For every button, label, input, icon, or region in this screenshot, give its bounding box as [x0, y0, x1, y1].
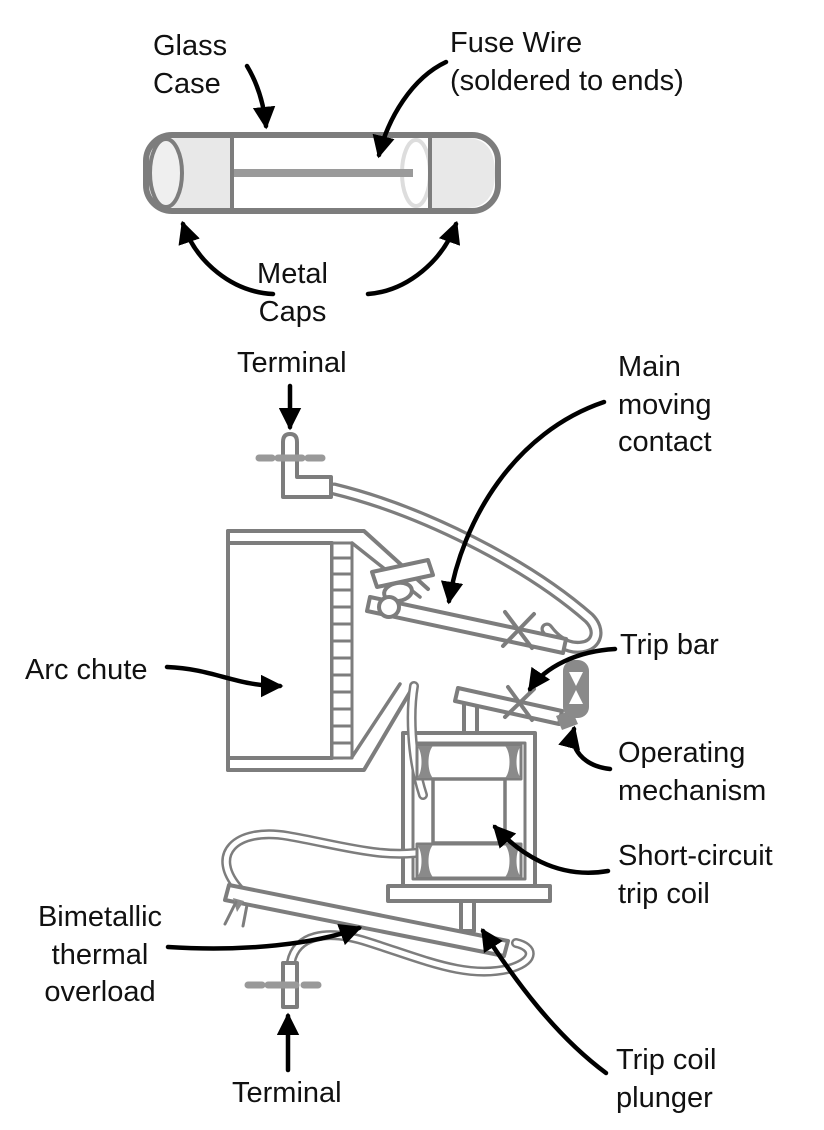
- leader-metal-cap-left: [178, 220, 276, 297]
- operating-mechanism-hourglass: [569, 672, 583, 704]
- arc-chute-bottom-band-outer: [226, 685, 415, 772]
- coil-core: [431, 777, 507, 845]
- arc-chute-ladder: [330, 541, 354, 760]
- trip-bar: [453, 686, 564, 726]
- label-bimetallic-thermal-overload: Bimetallic thermal overload: [37, 901, 163, 1009]
- leader-arc-chute: [164, 664, 284, 698]
- breaker-drawing: [221, 432, 603, 1009]
- leader-short-circuit-trip-coil: [492, 824, 611, 875]
- coil-feed-wire-down: [406, 681, 428, 800]
- coil-bottom-flange: [415, 842, 523, 880]
- fuse-right-cap: [430, 138, 495, 208]
- leader-arrows: [164, 59, 618, 1076]
- coil-top-flange: [415, 743, 523, 781]
- arc-chute-bottom-band-inner: [350, 682, 402, 759]
- arc-chute-chamber: [226, 541, 334, 760]
- lower-wire-loop: [286, 930, 535, 977]
- label-terminal-top: Terminal: [237, 347, 347, 379]
- coil-bobbin: [415, 743, 523, 880]
- label-short-circuit-trip-coil: Short-circuit trip coil: [618, 840, 773, 910]
- label-fuse-wire: Fuse Wire (soldered to ends): [450, 27, 684, 97]
- leader-bimetallic: [165, 923, 363, 951]
- bimetal-anchor: [223, 898, 249, 928]
- label-main-moving-contact: Main moving contact: [618, 351, 712, 459]
- operating-mechanism-body: [563, 660, 589, 718]
- fuse-left-end-face: [148, 137, 184, 209]
- leader-fuse-wire: [372, 59, 449, 159]
- leader-metal-cap-right: [365, 220, 461, 297]
- coil-waist-insulators: [417, 746, 521, 877]
- fixed-contact-tab: [370, 558, 435, 589]
- bimetallic-strip: [223, 883, 510, 958]
- main-conductor-band: [327, 482, 603, 654]
- label-operating-mechanism: Operating mechanism: [618, 737, 767, 807]
- label-trip-coil-plunger: Trip coil plunger: [616, 1044, 717, 1114]
- label-terminal-bottom: Terminal: [232, 1077, 342, 1109]
- label-metal-caps: Metal Caps: [257, 258, 328, 328]
- contact-pivot: [377, 595, 401, 619]
- main-moving-contact-arm: [365, 595, 568, 655]
- label-trip-bar: Trip bar: [620, 629, 719, 661]
- trip-bar-x-mark: [503, 685, 536, 722]
- label-arc-chute: Arc chute: [25, 654, 148, 686]
- coil-base-plate: [386, 884, 552, 903]
- leader-trip-bar: [527, 646, 618, 692]
- leader-operating-mechanism: [558, 725, 613, 772]
- leader-glass-case: [244, 63, 276, 130]
- arc-chute-rungs: [330, 556, 354, 745]
- fuse-body-outline: [143, 132, 501, 214]
- leader-trip-coil-plunger: [480, 928, 609, 1076]
- label-glass-case: Glass Case: [153, 30, 228, 100]
- contact-x-mark: [501, 610, 536, 650]
- trip-coil-plunger-rod: [459, 899, 476, 933]
- terminal-top-pin: [281, 432, 333, 499]
- leader-main-moving-contact: [440, 399, 607, 605]
- fuse-drawing: [143, 132, 501, 214]
